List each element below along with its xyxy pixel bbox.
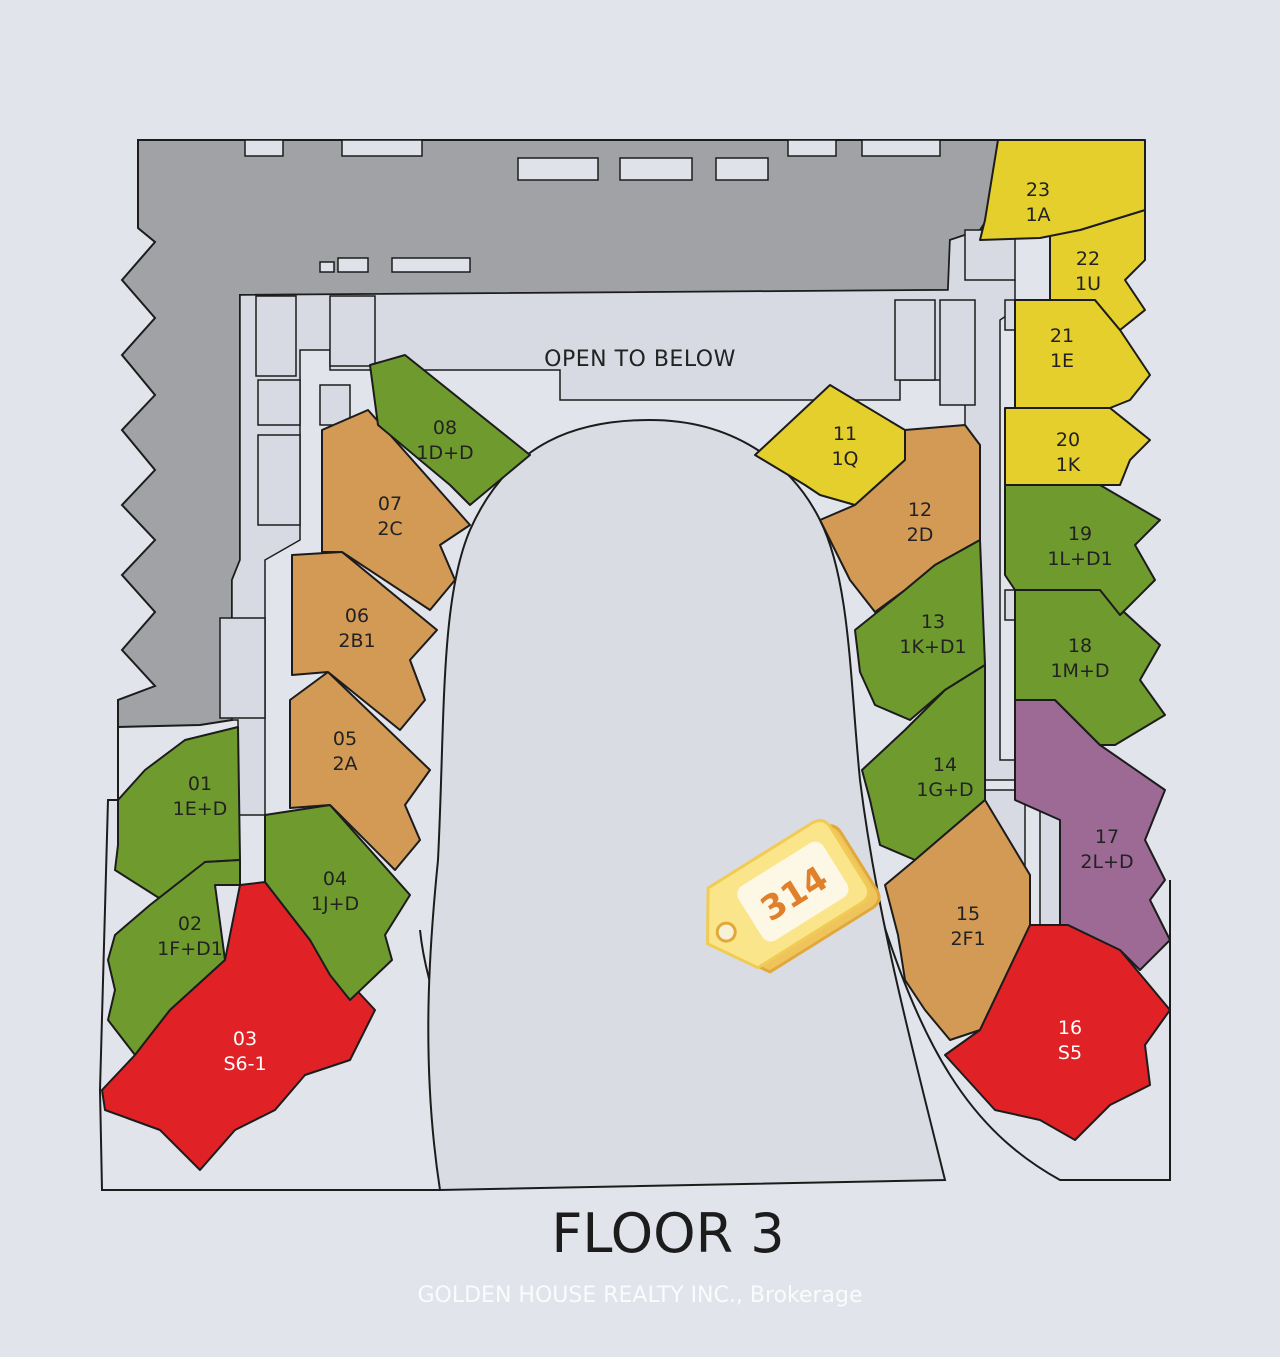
unit-18-shape (1014, 589, 1166, 746)
unit-23-shape (979, 139, 1146, 241)
unit-19-number: 19 (1068, 523, 1092, 545)
unit-tag[interactable]: 314 (683, 813, 884, 992)
unit-17[interactable]: 17 2L+D (1014, 699, 1171, 971)
unit-07-number: 07 (378, 493, 402, 515)
unit-22-type: 1U (1075, 273, 1101, 295)
unit-01-number: 01 (188, 773, 212, 795)
tag-label-box (737, 841, 849, 942)
unit-05-number: 05 (333, 728, 357, 750)
unit-01-type: 1E+D (173, 798, 228, 820)
unit-03-number: 03 (233, 1028, 257, 1050)
unit-19-type: 1L+D1 (1047, 548, 1112, 570)
unit-20-number: 20 (1056, 429, 1080, 451)
unit-04-shape (264, 804, 411, 1001)
units-group: 011E+D021F+D103S6-1041J+D052A062B1072C08… (101, 139, 1171, 1171)
unit-07-shape (321, 409, 471, 611)
unit-13[interactable]: 13 1K+D1 (854, 539, 986, 721)
unit-23-number: 23 (1026, 179, 1050, 201)
unit-12-type: 2D (907, 524, 934, 546)
unit-23-type: 1A (1025, 204, 1050, 226)
building-core (117, 139, 1002, 729)
tag-hole-icon (715, 921, 737, 943)
unit-06-shape (291, 551, 438, 731)
open-to-below-label: OPEN TO BELOW (544, 347, 736, 372)
unit-06-type: 2B1 (338, 630, 375, 652)
unit-08-type: 1D+D (416, 442, 473, 464)
unit-11-number: 11 (833, 423, 857, 445)
unit-08-number: 08 (433, 417, 457, 439)
unit-16-shape (944, 924, 1171, 1141)
unit-21-number: 21 (1050, 325, 1074, 347)
unit-18[interactable]: 18 1M+D (1014, 589, 1166, 746)
unit-17-shape (1014, 699, 1171, 971)
unit-17-type: 2L+D (1080, 851, 1133, 873)
unit-21-type: 1E (1050, 350, 1074, 372)
unit-05-type: 2A (332, 753, 357, 775)
unit-12-number: 12 (908, 499, 932, 521)
unit-01[interactable]: 01 1E+D (114, 726, 241, 906)
open-to-below-area (427, 418, 947, 1192)
unit-06-number: 06 (345, 605, 369, 627)
unit-04-number: 04 (323, 868, 347, 890)
unit-11-type: 1Q (831, 448, 858, 470)
unit-03-type: S6-1 (223, 1053, 266, 1075)
unit-14-type: 1G+D (916, 779, 973, 801)
unit-08-shape (369, 354, 531, 506)
unit-16-number: 16 (1058, 1017, 1082, 1039)
unit-18-number: 18 (1068, 635, 1092, 657)
unit-12-shape (819, 424, 981, 613)
unit-15-type: 2F1 (950, 928, 985, 950)
unit-16-type: S5 (1058, 1042, 1082, 1064)
unit-04[interactable]: 04 1J+D (264, 804, 411, 1001)
watermark: GOLDEN HOUSE REALTY INC., Brokerage (418, 1283, 863, 1308)
unit-14-number: 14 (933, 754, 957, 776)
unit-13-number: 13 (921, 611, 945, 633)
unit-20-type: 1K (1056, 454, 1081, 476)
unit-02[interactable]: 02 1F+D1 (107, 859, 241, 1056)
unit-07-type: 2C (377, 518, 402, 540)
unit-15-number: 15 (956, 903, 980, 925)
unit-02-type: 1F+D1 (157, 938, 223, 960)
unit-13-type: 1K+D1 (899, 636, 966, 658)
page-title: FLOOR 3 (551, 1202, 784, 1265)
unit-17-number: 17 (1095, 826, 1119, 848)
unit-02-number: 02 (178, 913, 202, 935)
unit-19-shape (1004, 484, 1161, 616)
corridor (219, 229, 1061, 926)
unit-18-type: 1M+D (1050, 660, 1109, 682)
unit-19[interactable]: 19 1L+D1 (1004, 484, 1161, 616)
unit-22-number: 22 (1076, 248, 1100, 270)
unit-04-type: 1J+D (311, 893, 359, 915)
unit-08[interactable]: 08 1D+D (369, 354, 531, 506)
unit-05-shape (289, 671, 431, 871)
